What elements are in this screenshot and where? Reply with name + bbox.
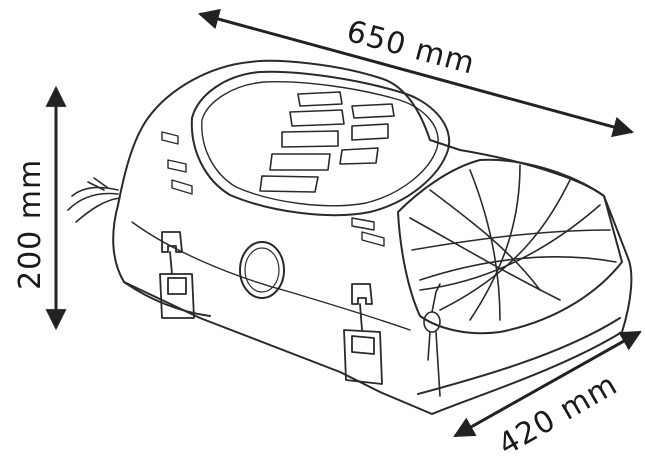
lid-ribs [259, 91, 395, 193]
cargo-net-panel [397, 158, 623, 335]
side-ribs-left [161, 131, 193, 195]
length-dimension: 650 mm [197, 8, 635, 138]
bag-lid [190, 70, 451, 217]
cargo-net-cords [409, 164, 617, 321]
height-label: 200 mm [13, 159, 48, 290]
cord-pull-left [67, 177, 121, 223]
width-arrow [453, 330, 642, 438]
buckle-right [343, 283, 383, 385]
width-dimension: 420 mm [453, 330, 642, 460]
buckle-left [159, 231, 195, 319]
bag-body-outline [112, 59, 633, 415]
bag-base-band [123, 281, 621, 395]
cord-pull-right [423, 283, 441, 397]
logo-patch [239, 241, 285, 299]
length-arrow [197, 8, 635, 138]
bag-lid-inner [201, 81, 439, 207]
tail-bag-drawing [67, 59, 633, 415]
width-label: 420 mm [493, 367, 624, 460]
logo-patch-inner [244, 247, 280, 293]
front-seam [131, 221, 411, 331]
height-dimension: 200 mm [13, 85, 67, 331]
side-ribs-right [351, 217, 385, 247]
